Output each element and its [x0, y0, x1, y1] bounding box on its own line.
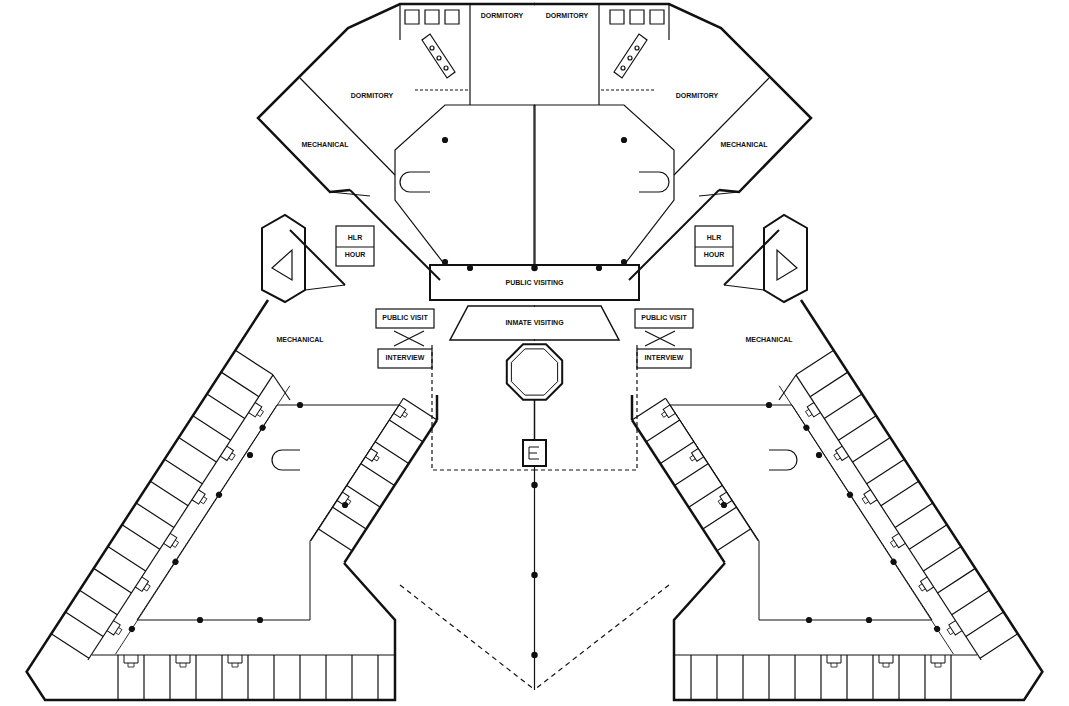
room-name: DORMITORY: [351, 92, 393, 99]
room-name: MECHANICAL: [276, 336, 323, 343]
room-label-box: INMATE VISITING: [504, 319, 564, 326]
room-name: INTERVIEW: [386, 354, 425, 361]
room-label-box: INTERVIEW: [385, 354, 426, 361]
room-name: DORMITORY: [481, 12, 523, 19]
room-label-box: DORMITORY: [350, 92, 394, 99]
room-label-box: INTERVIEW: [644, 354, 685, 361]
room-label-box: PUBLIC VISIT: [640, 314, 688, 321]
room-label-box: HOUR: [703, 251, 726, 258]
guard-tower: [507, 266, 562, 691]
room-name: DORMITORY: [546, 12, 588, 19]
room-name: MECHANICAL: [745, 336, 792, 343]
room-name: PUBLIC VISITING: [506, 279, 564, 286]
room-label-box: DORMITORY: [545, 12, 589, 19]
room-label-box: MECHANICAL: [275, 336, 324, 343]
room-name: MECHANICAL: [301, 141, 348, 148]
room-name: HOUR: [704, 251, 725, 258]
room-name: HOUR: [345, 251, 366, 258]
room-name: HLR: [348, 234, 362, 241]
room-label-box: PUBLIC VISIT: [381, 314, 429, 321]
room-name: HLR: [707, 234, 721, 241]
room-label-box: PUBLIC VISITING: [505, 279, 565, 286]
room-label-box: HLR: [706, 234, 722, 241]
room-label-box: MECHANICAL: [744, 336, 793, 343]
room-label-box: DORMITORY: [480, 12, 524, 19]
room-name: PUBLIC VISIT: [641, 314, 687, 321]
room-label-box: MECHANICAL: [719, 141, 768, 148]
room-label-box: DORMITORY: [675, 92, 719, 99]
room-label-box: HLR: [347, 234, 363, 241]
room-name: PUBLIC VISIT: [382, 314, 428, 321]
room-label-box: MECHANICAL: [300, 141, 349, 148]
room-name: INMATE VISITING: [505, 319, 563, 326]
room-label-box: HOUR: [344, 251, 367, 258]
room-name: DORMITORY: [676, 92, 718, 99]
right-half: [534, 4, 1042, 700]
room-name: MECHANICAL: [720, 141, 767, 148]
room-name: INTERVIEW: [645, 354, 684, 361]
left-half: [27, 4, 535, 700]
